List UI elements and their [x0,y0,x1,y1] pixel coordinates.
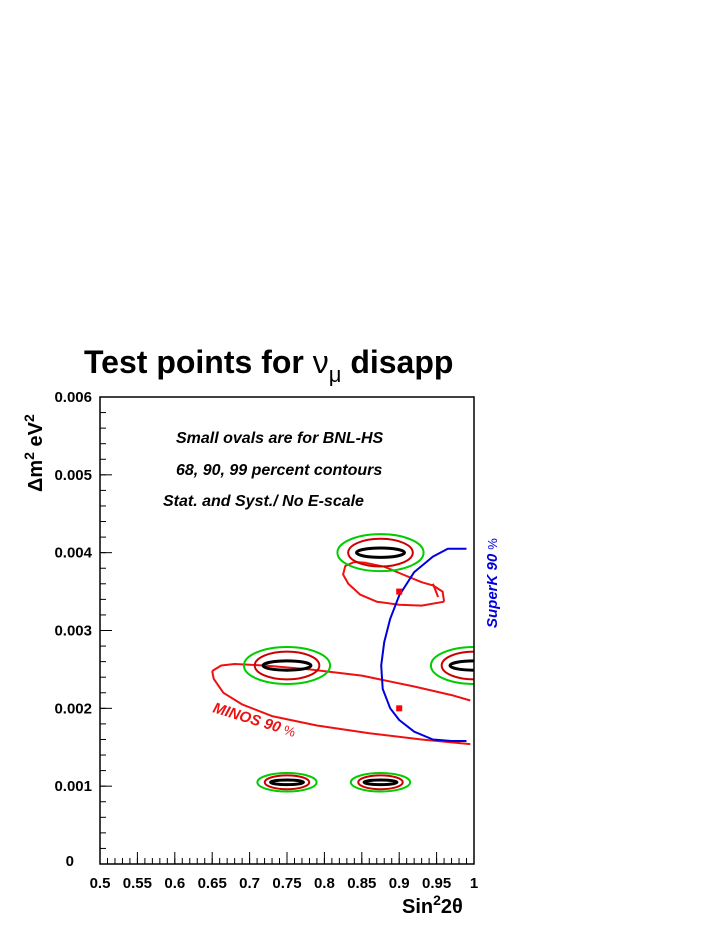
annotation-line-1: Small ovals are for BNL-HS [176,430,384,447]
contour-68-oval [261,659,313,672]
y-tick-label: 0.002 [54,700,92,717]
x-tick-label: 0.85 [347,875,376,892]
minos-contour-segment-0 [211,663,471,702]
contour-99-oval [256,772,318,793]
x-tick-label: 0.55 [123,875,152,892]
y-axis-label: Δm2 eV2 [21,414,47,492]
best-fit-marker-0 [396,588,403,595]
superk-curve-label: SuperK 90% [484,538,501,628]
plot-clipped [211,533,474,793]
contour-90-oval [440,650,474,681]
y-tick-label: 0.004 [54,545,92,562]
y-tick-label: 0.001 [54,778,92,795]
test-point-3 [256,772,318,793]
minos-contour-segment-3 [431,583,440,598]
best-fit-marker-1 [396,705,403,712]
x-tick-label: 0.6 [164,875,185,892]
y-tick-label: 0.006 [54,389,92,406]
axes-layer: 0.5 0.55 0.6 0.65 0.7 0.75 0.8 0.85 0.9 0.95 1 0 0.0… [54,389,478,892]
x-axis-label: Sin22θ [402,892,463,918]
contour-90-oval [263,774,311,791]
contour-68-oval [355,546,406,559]
annotation-line-3: Stat. and Syst./ No E-scale [163,493,364,510]
minos-curve-label: MINOS 90% [211,700,298,741]
contour-99-oval [336,533,425,573]
x-tick-label: 0.9 [389,875,410,892]
contour-90-oval [347,537,414,568]
y-tick-label: 0.005 [54,467,92,484]
test-point-4 [349,772,412,793]
contour-99-oval [349,772,412,793]
plot-content [211,533,474,793]
contour-68-oval [269,778,305,787]
x-tick-label: 0.5 [90,875,111,892]
test-point-1 [336,533,425,573]
y-tick-label: 0 [66,853,74,870]
x-tick-label: 0.95 [422,875,451,892]
minos-contour-segment-1 [211,670,471,746]
contour-90-oval [357,774,404,791]
contour-68-oval [362,778,399,787]
x-tick-label: 0.7 [239,875,260,892]
contour-90-oval [253,650,321,681]
x-tick-label: 0.65 [198,875,227,892]
x-tick-label: 0.8 [314,875,335,892]
x-tick-label: 0.75 [272,875,301,892]
x-tick-label: 1 [470,875,478,892]
y-tick-label: 0.003 [54,623,92,640]
superk-contour-segment-0 [380,547,467,742]
test-point-0 [242,646,332,686]
minos-contour-segment-2 [342,561,446,607]
annotation-line-2: 68, 90, 99 percent contours [176,462,382,479]
contour-99-oval [242,646,332,686]
chart-title: Test points for νμ disapp [84,344,453,387]
